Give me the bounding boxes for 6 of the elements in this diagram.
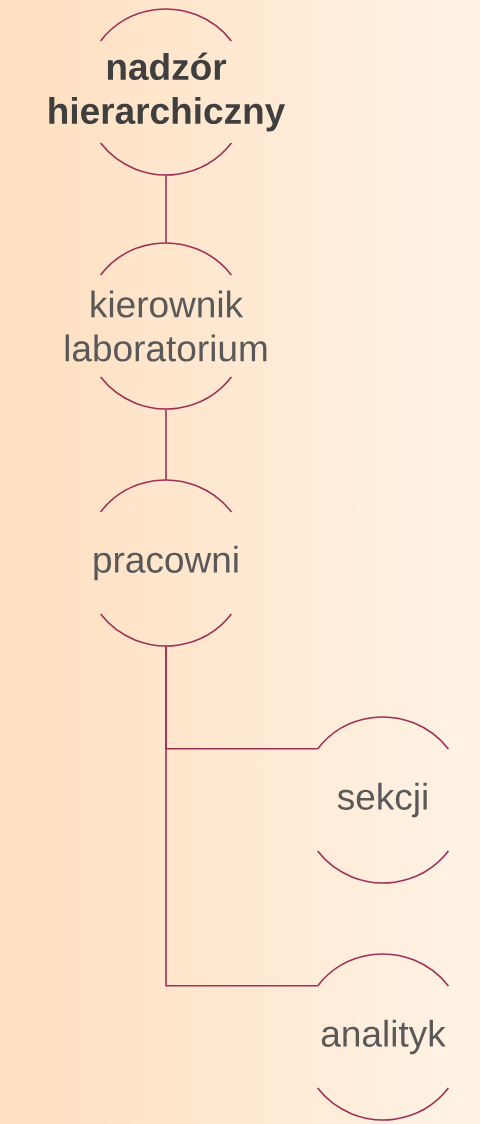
connector-line	[165, 645, 319, 987]
circle-node: nadzór hierarchiczny	[49, 8, 286, 176]
circle-node: kierownik laboratorium	[65, 242, 267, 410]
connector-line	[165, 408, 167, 481]
circle-node: pracowni	[94, 479, 238, 647]
connector-line	[165, 174, 167, 244]
